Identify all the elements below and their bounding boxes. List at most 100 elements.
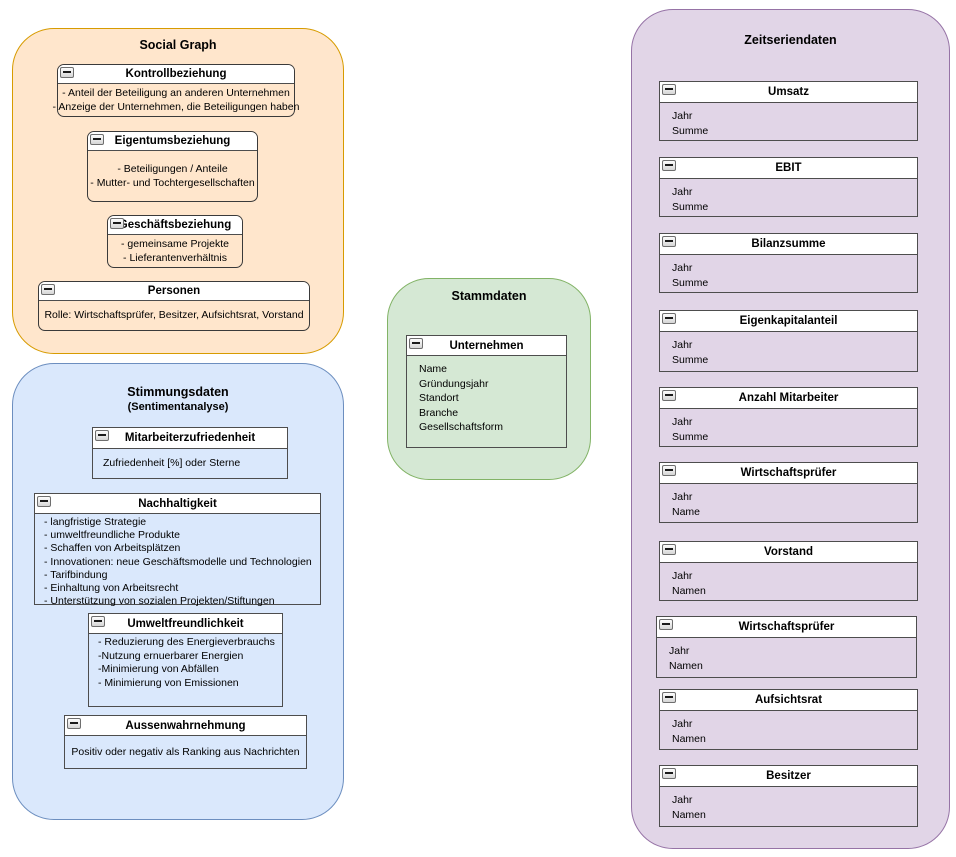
attribute-line: Jahr — [672, 262, 693, 274]
collapse-icon[interactable] — [662, 236, 676, 247]
collapse-icon[interactable] — [37, 496, 51, 507]
entity-title: Kontrollbeziehung — [125, 68, 227, 80]
collapse-icon[interactable] — [409, 338, 423, 349]
attribute-line: - Tarifbindung — [44, 568, 108, 581]
entity-umweltfreundlichkeit[interactable]: Umweltfreundlichkeit - Reduzierung des E… — [88, 613, 283, 707]
entity-umsatz[interactable]: Umsatz Jahr Summe — [659, 81, 918, 141]
entity-aussenwahrnehmung[interactable]: Aussenwahrnehmung Positiv oder negativ a… — [64, 715, 307, 769]
attribute-line: Name — [419, 363, 448, 375]
attribute-line: Positiv oder negativ als Ranking aus Nac… — [71, 745, 300, 758]
collapse-icon[interactable] — [662, 465, 676, 476]
attribute-line: Branche — [419, 406, 459, 419]
entity-besitzer[interactable]: Besitzer Jahr Namen — [659, 765, 918, 827]
entity-bilanzsumme[interactable]: Bilanzsumme Jahr Summe — [659, 233, 918, 293]
entity-title: Nachhaltigkeit — [138, 497, 217, 510]
entity-title: Wirtschaftsprüfer — [738, 621, 835, 633]
entity-header: Aussenwahrnehmung — [65, 716, 306, 736]
entity-body: Jahr Namen — [657, 638, 916, 673]
attribute-line: - Unterstützung von sozialen Projekten/S… — [44, 595, 275, 608]
entity-geschaeftsbeziehung[interactable]: Geschäftsbeziehung - gemeinsame Projekte… — [107, 215, 243, 268]
attribute-line: - langfristige Strategie — [44, 516, 147, 528]
attribute-line: Jahr — [672, 491, 693, 503]
attribute-line: Rolle: Wirtschaftsprüfer, Besitzer, Aufs… — [44, 309, 304, 322]
attribute-line: - Mutter- und Tochtergesellschaften — [90, 176, 255, 189]
collapse-icon[interactable] — [41, 284, 55, 295]
entity-title: EBIT — [775, 162, 802, 174]
attribute-line: - Innovationen: neue Geschäftsmodelle un… — [44, 555, 312, 568]
collapse-icon[interactable] — [90, 134, 104, 145]
entity-header: Kontrollbeziehung — [58, 65, 294, 84]
entity-body: Jahr Summe — [660, 179, 917, 214]
entity-header: Anzahl Mitarbeiter — [660, 388, 917, 409]
entity-eigentumsbeziehung[interactable]: Eigentumsbeziehung - Beteiligungen / Ant… — [87, 131, 258, 202]
entity-aufsichtsrat[interactable]: Aufsichtsrat Jahr Namen — [659, 689, 918, 750]
attribute-line: Jahr — [672, 339, 693, 351]
entity-header: Unternehmen — [407, 336, 566, 356]
attribute-line: Zufriedenheit [%] oder Sterne — [103, 457, 241, 470]
attribute-line: - Lieferantenverhältnis — [123, 251, 227, 264]
entity-kontrollbeziehung[interactable]: Kontrollbeziehung - Anteil der Beteiligu… — [53, 64, 300, 117]
collapse-icon[interactable] — [659, 619, 673, 630]
collapse-icon[interactable] — [91, 616, 105, 627]
entity-wirtschaftspruefer-1[interactable]: Wirtschaftsprüfer Jahr Name — [659, 462, 918, 523]
entity-header: Umweltfreundlichkeit — [89, 614, 282, 634]
collapse-icon[interactable] — [662, 544, 676, 555]
collapse-icon[interactable] — [662, 84, 676, 95]
collapse-icon[interactable] — [662, 390, 676, 401]
attribute-line: Namen — [672, 808, 706, 821]
attribute-line: Namen — [672, 732, 706, 745]
collapse-icon[interactable] — [662, 768, 676, 779]
entity-title: Mitarbeiterzufriedenheit — [124, 432, 256, 444]
collapse-icon[interactable] — [662, 692, 676, 703]
entity-title: Personen — [147, 285, 201, 297]
collapse-icon[interactable] — [662, 160, 676, 171]
collapse-icon[interactable] — [95, 430, 109, 441]
entity-title: Umsatz — [768, 86, 809, 98]
group-title-stimmungsdaten: Stimmungsdaten — [127, 385, 229, 399]
collapse-icon[interactable] — [67, 718, 81, 729]
entity-title: Umweltfreundlichkeit — [127, 617, 244, 630]
entity-header: Vorstand — [660, 542, 917, 563]
attribute-line: Name — [672, 505, 701, 518]
entity-anzahl-mitarbeiter[interactable]: Anzahl Mitarbeiter Jahr Summe — [659, 387, 918, 447]
attribute-line: - Reduzierung des Energieverbrauchs — [98, 636, 275, 648]
entity-title: Unternehmen — [449, 339, 524, 352]
collapse-icon[interactable] — [662, 313, 676, 324]
entity-body: Zufriedenheit [%] oder Sterne — [93, 449, 287, 479]
entity-header: Umsatz — [660, 82, 917, 103]
entity-header: EBIT — [660, 158, 917, 179]
attribute-line: - Beteiligungen / Anteile — [117, 163, 228, 175]
entity-vorstand[interactable]: Vorstand Jahr Namen — [659, 541, 918, 601]
group-title-zeitseriendaten: Zeitseriendaten — [744, 33, 837, 47]
attribute-line: Namen — [672, 584, 706, 597]
entity-eigenkapitalanteil[interactable]: Eigenkapitalanteil Jahr Summe — [659, 310, 918, 372]
entity-body: - langfristige Strategie - umweltfreundl… — [35, 514, 320, 608]
entity-title: Besitzer — [766, 770, 811, 782]
entity-body: - Anteil der Beteiligung an anderen Unte… — [53, 84, 300, 117]
collapse-icon[interactable] — [60, 67, 74, 78]
attribute-line: Jahr — [672, 718, 693, 730]
entity-body: Jahr Summe — [660, 255, 917, 290]
entity-ebit[interactable]: EBIT Jahr Summe — [659, 157, 918, 217]
entity-body: Rolle: Wirtschaftsprüfer, Besitzer, Aufs… — [39, 301, 309, 331]
entity-personen[interactable]: Personen Rolle: Wirtschaftsprüfer, Besit… — [38, 281, 310, 331]
entity-header: Mitarbeiterzufriedenheit — [93, 428, 287, 449]
group-title-stammdaten: Stammdaten — [451, 289, 527, 303]
group-title-social-graph: Social Graph — [139, 38, 217, 52]
entity-wirtschaftspruefer-2[interactable]: Wirtschaftsprüfer Jahr Namen — [656, 616, 917, 678]
entity-title: Bilanzsumme — [751, 238, 826, 250]
entity-title: Wirtschaftsprüfer — [740, 467, 837, 479]
entity-body: Name Gründungsjahr Standort Branche Gese… — [407, 356, 566, 435]
attribute-line: Jahr — [672, 416, 693, 428]
entity-title: Eigenkapitalanteil — [739, 315, 838, 327]
attribute-line: - Minimierung von Emissionen — [98, 676, 239, 689]
entity-mitarbeiterzufriedenheit[interactable]: Mitarbeiterzufriedenheit Zufriedenheit [… — [92, 427, 288, 479]
group-stammdaten[interactable] — [387, 278, 591, 480]
entity-title: Anzahl Mitarbeiter — [738, 392, 839, 404]
entity-unternehmen[interactable]: Unternehmen Name Gründungsjahr Standort … — [406, 335, 567, 448]
entity-header: Wirtschaftsprüfer — [660, 463, 917, 484]
entity-nachhaltigkeit[interactable]: Nachhaltigkeit - langfristige Strategie … — [34, 493, 321, 608]
collapse-icon[interactable] — [110, 218, 124, 229]
entity-body: - Beteiligungen / Anteile - Mutter- und … — [88, 151, 257, 202]
